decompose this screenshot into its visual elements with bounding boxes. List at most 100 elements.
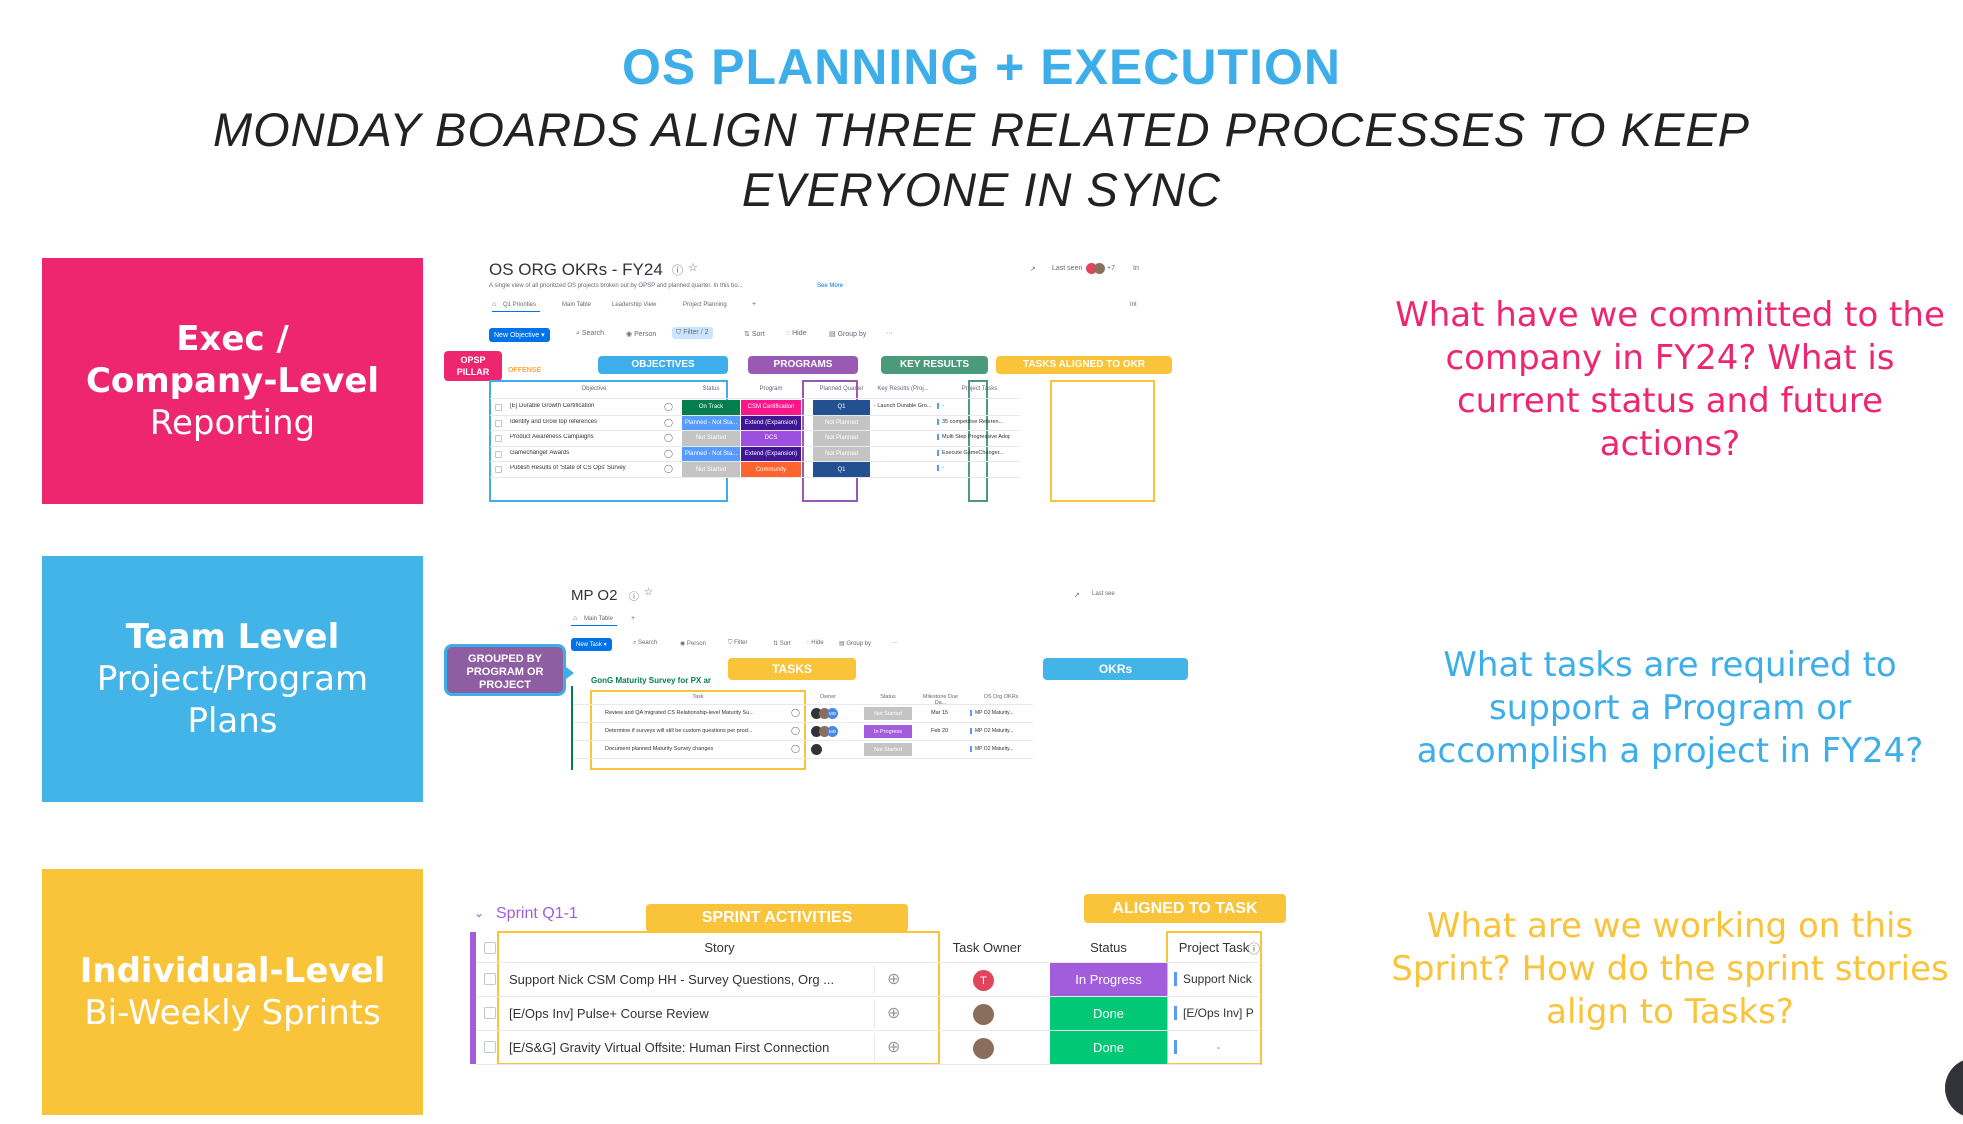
tab-main-table[interactable]: Main Table [584,616,613,622]
row-checkbox[interactable] [495,450,502,458]
owner-avatars[interactable] [811,744,841,756]
status-cell[interactable]: Not Started [682,431,740,446]
avatar[interactable] [1094,263,1105,274]
avatar[interactable] [811,708,822,719]
okr-link-cell[interactable]: MP O2 Maturity... [970,728,1032,734]
status-cell[interactable]: Not Started [682,462,740,477]
updates-icon[interactable]: ⊕ [887,971,901,988]
updates-icon[interactable]: ◯ [791,726,800,735]
program-cell[interactable]: Community [741,462,801,477]
project-task-cell[interactable]: 35 competitive Referen... [937,418,1010,425]
program-cell[interactable]: Extend (Expansion) [741,415,801,431]
activity-icon[interactable]: ↗ [1030,266,1036,273]
project-task-cell[interactable]: - [1174,1040,1254,1054]
updates-icon[interactable]: ◯ [791,708,800,717]
program-cell[interactable]: CSM Certification [741,400,801,415]
star-icon[interactable]: ☆ [644,587,653,598]
avatar[interactable]: MD [827,726,838,737]
invite-button[interactable]: In [1133,265,1139,272]
group-by-button[interactable]: ▤ Group by [829,331,867,338]
project-task-cell[interactable]: Multi Step Progressive Adop... [937,434,1010,441]
search-button[interactable]: ⌕ Search [576,330,605,337]
quarter-cell[interactable]: Not Planned [813,446,870,462]
status-cell[interactable]: In Progress [864,725,912,738]
status-cell[interactable]: Done [1050,997,1167,1030]
avatar-count[interactable]: +7 [1107,265,1115,272]
status-cell[interactable]: On Track [682,400,740,415]
avatar[interactable] [1086,263,1097,274]
see-more-link[interactable]: See More [817,283,844,289]
owner-avatars[interactable]: MD [811,708,841,720]
owner-avatars[interactable]: MD [811,726,841,738]
group-name[interactable]: Sprint Q1-1 [496,905,578,922]
okr-link-cell[interactable]: MP O2 Maturity... [970,746,1032,752]
new-objective-button[interactable]: New Objective ▾ [489,328,550,342]
filter-button[interactable]: ⛉ Filter / 2 [672,327,713,339]
task-cell[interactable]: Review and QA migrated CS Relationship-l… [605,710,754,716]
add-tab-button[interactable]: + [631,615,636,622]
avatar[interactable] [819,708,830,719]
objective-cell[interactable]: Publish Results of 'State of CS Ops' Sur… [510,465,626,472]
avatar[interactable] [811,726,822,737]
avatar[interactable]: MD [827,708,838,719]
updates-icon[interactable]: ⊕ [887,1039,901,1056]
story-cell[interactable]: [E/S&G] Gravity Virtual Offsite: Human F… [509,1040,830,1055]
owner-avatar[interactable]: T [973,970,994,991]
objective-cell[interactable]: Product Awareness Campaigns [510,434,594,441]
add-tab-button[interactable]: + [752,301,757,308]
tab-main-table[interactable]: Main Table [562,302,591,308]
group-by-button[interactable]: ▤ Group by [839,641,872,647]
updates-icon[interactable]: ◯ [664,402,673,411]
owner-avatar[interactable] [973,1004,994,1025]
more-button[interactable]: ··· [892,640,898,646]
chat-widget-icon[interactable] [1945,1058,1963,1118]
updates-icon[interactable]: ◯ [664,433,673,443]
status-cell[interactable]: Not Started [864,707,912,720]
updates-icon[interactable]: ◯ [664,448,673,458]
objective-cell[interactable]: Gamechanger Awards [510,449,570,456]
due-date-cell[interactable]: Feb 20 [931,728,949,734]
row-checkbox[interactable] [495,419,502,427]
updates-icon[interactable]: ⊕ [887,1005,901,1022]
task-cell[interactable]: Document planned Maturity Survey changes [605,746,714,752]
avatar[interactable] [819,726,830,737]
quarter-cell[interactable]: Q1 [813,400,870,415]
row-checkbox[interactable] [495,404,502,411]
info-icon[interactable]: ⓘ [629,592,639,603]
project-task-cell[interactable]: - [937,465,1010,472]
owner-avatar[interactable] [973,1038,994,1059]
search-button[interactable]: ⌕ Search [633,640,658,646]
project-task-cell[interactable]: Support Nick C... [1174,972,1254,986]
story-cell[interactable]: [E/Ops Inv] Pulse+ Course Review [509,1006,709,1021]
row-checkbox[interactable] [495,435,502,443]
updates-icon[interactable]: ◯ [664,464,673,474]
hide-button[interactable]: ◌ Hide [806,640,824,646]
tab-q1-priorities[interactable]: Q1 Priorities [503,302,537,308]
updates-icon[interactable]: ◯ [664,417,673,427]
program-cell[interactable]: DCS [741,431,801,446]
row-checkbox[interactable] [495,466,502,474]
row-checkbox[interactable] [484,1041,496,1053]
tab-project-planning[interactable]: Project Planning [683,302,727,308]
project-task-cell[interactable]: [E/Ops Inv] Puls... [1174,1006,1254,1020]
info-icon[interactable]: ⓘ [672,265,683,277]
status-cell[interactable]: Not Started [864,743,912,756]
sort-button[interactable]: ⇅ Sort [773,641,791,647]
quarter-cell[interactable]: Not Planned [813,415,870,431]
star-icon[interactable]: ☆ [688,262,698,274]
hide-button[interactable]: ◌ Hide [786,330,807,337]
objective-cell[interactable]: Identify and Grow top references [510,418,598,425]
project-task-cell[interactable]: Execute GameChanger... [937,449,1010,456]
activity-icon[interactable]: ↗ [1074,592,1080,599]
chevron-down-icon[interactable]: ⌄ [474,906,485,920]
filter-button[interactable]: ⛉ Filter [728,640,748,646]
select-all-checkbox[interactable] [484,942,496,954]
okr-link-cell[interactable]: MP O2 Maturity... [970,710,1032,716]
quarter-cell[interactable]: Not Planned [813,431,870,446]
status-cell[interactable]: Planned - Not Sta... [682,415,740,431]
task-cell[interactable]: Determine if surveys will still be custo… [605,728,753,734]
status-cell[interactable]: Planned - Not Sta... [682,446,740,462]
person-filter-button[interactable]: ◉ Person [680,641,706,647]
due-date-cell[interactable]: Mar 15 [931,710,949,716]
objective-cell[interactable]: [E] Durable Growth Certification [510,403,595,409]
